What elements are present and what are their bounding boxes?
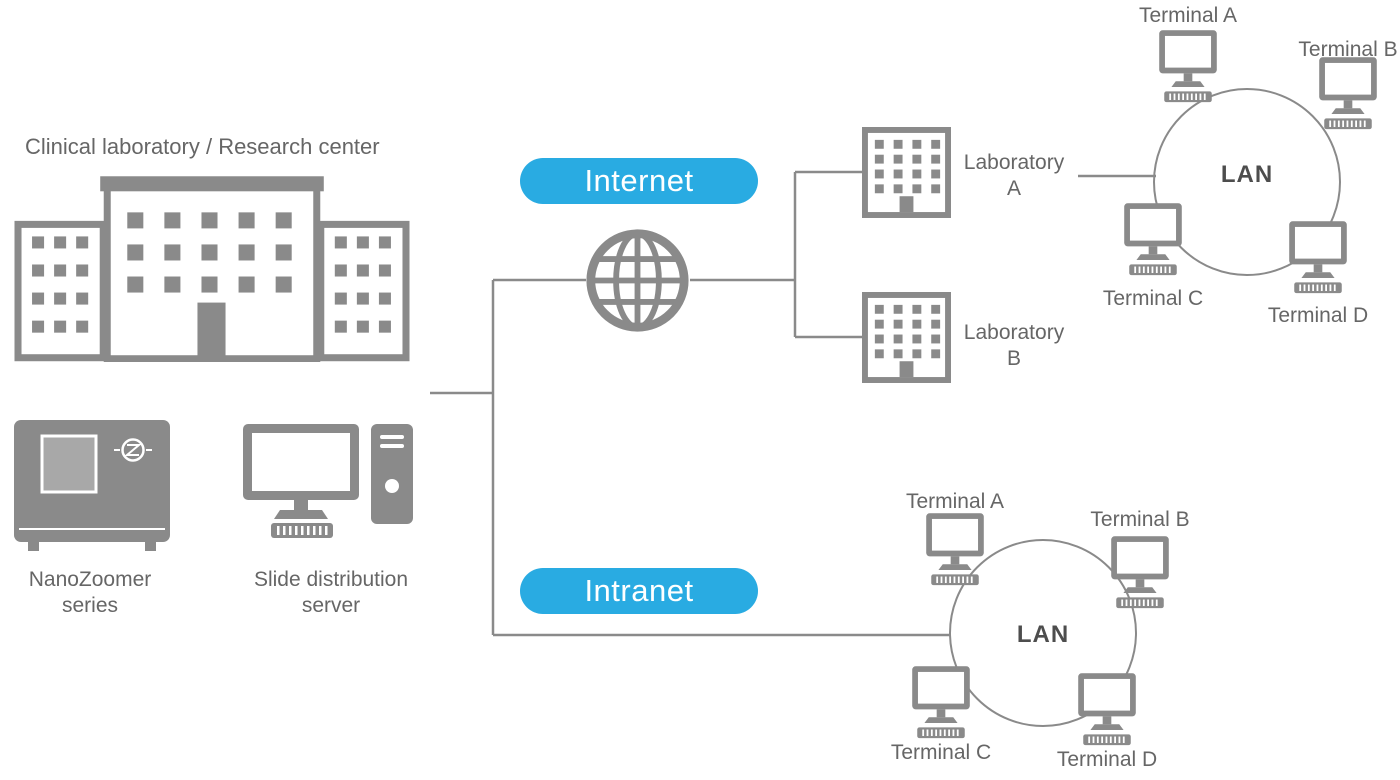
slide-server-label-line2: server (301, 594, 361, 617)
laboratory-a-label: Laboratory A (955, 150, 1073, 202)
lan-bottom-terminal-a-icon (919, 513, 991, 594)
clinical-center-title: Clinical laboratory / Research center (25, 134, 380, 159)
lan-bottom-terminal-a-label: Terminal A (905, 490, 1005, 513)
slide-server-icon (243, 424, 413, 546)
nanozoomer-label: NanoZoomer series (8, 567, 172, 619)
laboratory-b-building-icon (862, 292, 951, 383)
lan-bottom-terminal-d-label: Terminal D (1056, 748, 1158, 771)
nanozoomer-label-line2: series (61, 594, 119, 617)
laboratory-b-name: Laboratory (963, 321, 1065, 344)
lan-top-terminal-b-icon (1312, 57, 1384, 138)
lan-ring-top (1153, 88, 1341, 276)
lan-bottom-terminal-c-icon (905, 666, 977, 747)
hospital-building-icon (14, 176, 410, 362)
lan-top-terminal-a-label: Terminal A (1138, 4, 1238, 27)
slide-server-label-line1: Slide distribution (253, 568, 409, 591)
lan-top-terminal-c-icon (1117, 203, 1189, 284)
laboratory-b-label: Laboratory B (955, 320, 1073, 372)
laboratory-a-name: Laboratory (963, 151, 1065, 174)
globe-icon (584, 227, 691, 334)
intranet-badge: Intranet (520, 568, 758, 614)
lan-ring-bottom (949, 539, 1137, 727)
laboratory-a-building-icon (862, 127, 951, 218)
lan-bottom-terminal-b-icon (1104, 536, 1176, 617)
lan-top-terminal-a-icon (1152, 30, 1224, 111)
nanozoomer-label-line1: NanoZoomer (28, 568, 152, 591)
lan-top-terminal-b-label: Terminal B (1298, 38, 1398, 61)
lan-top-terminal-d-icon (1282, 221, 1354, 302)
lan-bottom-terminal-d-icon (1071, 673, 1143, 754)
internet-badge: Internet (520, 158, 758, 204)
lan-top-terminal-c-label: Terminal C (1102, 287, 1204, 310)
lan-top-label: LAN (1220, 161, 1274, 188)
lan-bottom-terminal-c-label: Terminal C (890, 741, 992, 764)
laboratory-b-letter: B (1006, 347, 1021, 370)
laboratory-a-letter: A (1006, 177, 1021, 200)
nanozoomer-scanner-icon (14, 420, 170, 556)
lan-top-terminal-d-label: Terminal D (1267, 304, 1369, 327)
lan-bottom-label: LAN (1016, 621, 1070, 648)
slide-server-label: Slide distribution server (231, 567, 431, 619)
lan-bottom-terminal-b-label: Terminal B (1090, 508, 1190, 531)
